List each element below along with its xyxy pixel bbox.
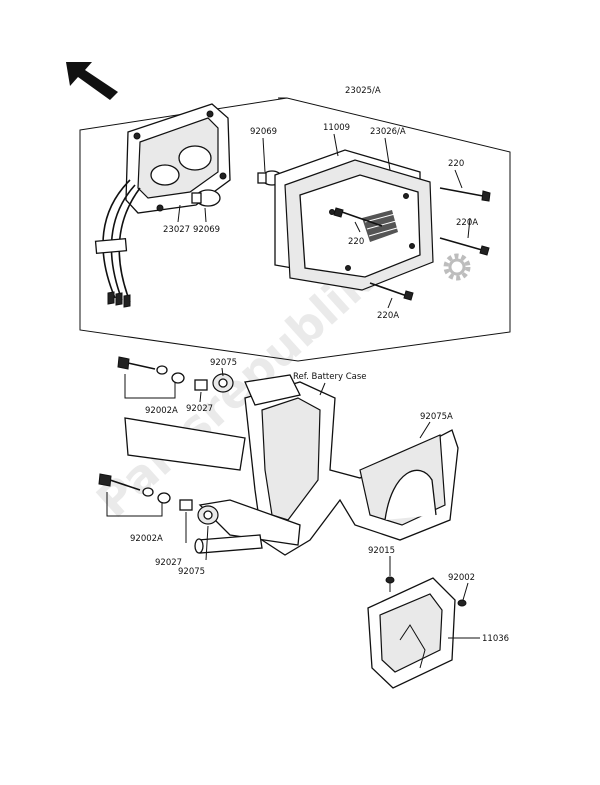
label-92075-lower: 92075 xyxy=(178,567,205,577)
license-bracket xyxy=(244,381,459,556)
license-light-base xyxy=(367,577,456,689)
label-220-upper: 220 xyxy=(448,159,464,169)
frame-arm xyxy=(124,374,301,546)
screw-220A-bottom xyxy=(369,282,414,301)
screw-92015 xyxy=(385,576,395,592)
bolt-92002A-lower xyxy=(98,473,171,504)
wiring-harness xyxy=(94,179,141,308)
part-labels: 23025/A 92069 11009 23026/A 220 220 220A… xyxy=(130,86,509,644)
label-23027: 23027 xyxy=(163,225,190,235)
gear-icon xyxy=(443,253,471,281)
bulb xyxy=(191,189,221,207)
grommet-92075-lower xyxy=(197,505,219,525)
label-220-middle: 220 xyxy=(348,237,364,247)
label-92075-upper: 92075 xyxy=(210,358,237,368)
screw-220-upper xyxy=(439,187,491,202)
label-220A-bottom: 220A xyxy=(377,311,399,321)
label-92015: 92015 xyxy=(368,546,395,556)
label-92075A: 92075A xyxy=(420,412,453,422)
screw-92002 xyxy=(457,599,467,607)
label-92002A-lower: 92002A xyxy=(130,534,163,544)
taillight-housing xyxy=(125,103,231,214)
label-92002: 92002 xyxy=(448,573,475,583)
collar-92027-upper xyxy=(194,379,208,391)
collar-92027-lower xyxy=(179,499,193,511)
leader-lines xyxy=(106,97,480,639)
label-11036: 11036 xyxy=(482,634,509,644)
bolt-92002A-upper xyxy=(117,356,185,384)
arrow-up-left-icon xyxy=(66,62,118,100)
label-ref-battery-case: Ref. Battery Case xyxy=(293,372,367,382)
label-220A-right: 220A xyxy=(456,218,478,228)
label-92002A-upper: 92002A xyxy=(145,406,178,416)
screw-220-middle xyxy=(333,207,383,227)
label-92027-lower: 92027 xyxy=(155,558,182,568)
label-92027-upper: 92027 xyxy=(186,404,213,414)
label-11009: 11009 xyxy=(323,123,350,133)
label-23025A: 23025/A xyxy=(345,86,381,96)
spacer-tube xyxy=(194,534,263,554)
grommet-92075-upper xyxy=(212,373,234,393)
label-23026A: 23026/A xyxy=(370,127,406,137)
label-92069-lower: 92069 xyxy=(193,225,220,235)
label-92069-top: 92069 xyxy=(250,127,277,137)
screw-220A-right xyxy=(439,237,490,256)
taillight-lens xyxy=(284,159,434,291)
